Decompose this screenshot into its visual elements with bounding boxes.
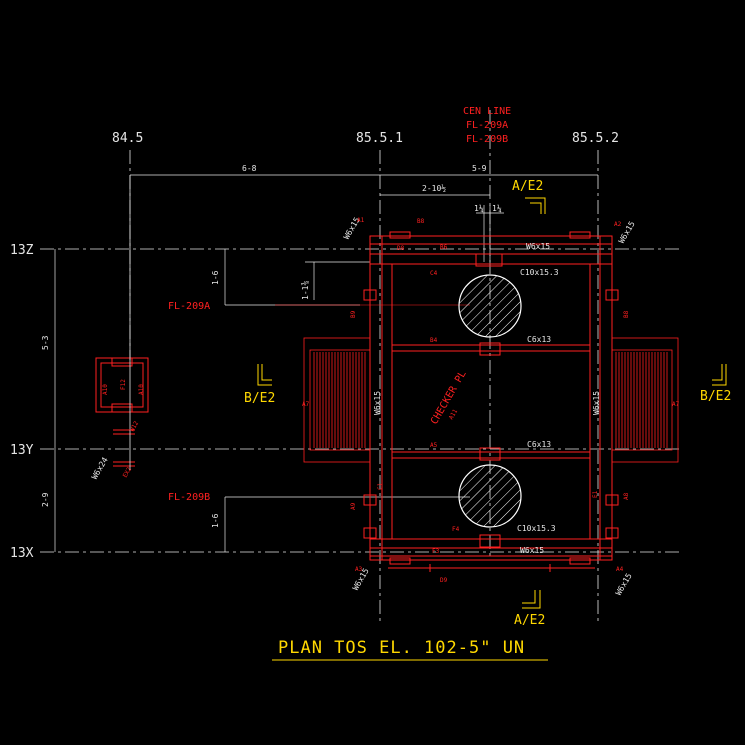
mark-ex2: EX2 bbox=[122, 466, 134, 479]
member-c10x15-bot: C10x15.3 bbox=[517, 524, 556, 533]
drawing-title: PLAN TOS EL. 102-5" UN bbox=[278, 638, 525, 658]
pipe-opening-fl209a bbox=[458, 274, 522, 338]
mark-b6: B6 bbox=[440, 244, 448, 251]
mark-a8: A8 bbox=[623, 492, 630, 500]
dim-1-quarter-b: 1¼ bbox=[492, 204, 502, 213]
section-b-e2-right: B/E2 bbox=[700, 389, 731, 404]
mark-w12: W12 bbox=[129, 420, 141, 433]
mark-b8-right: B8 bbox=[623, 310, 630, 318]
member-c6x13-a: C6x13 bbox=[527, 335, 551, 344]
section-arrow-a-bottom bbox=[522, 590, 541, 609]
cen-line-label: CEN LINE bbox=[463, 106, 511, 117]
grid-lines bbox=[40, 110, 680, 625]
grid-label-84-5: 84.5 bbox=[112, 131, 143, 146]
mark-c1: C1 bbox=[377, 482, 384, 490]
mark-a9: A9 bbox=[350, 502, 357, 510]
mark-d9: D9 bbox=[440, 577, 448, 584]
grid-label-13x: 13X bbox=[10, 546, 34, 561]
mark-a2: A2 bbox=[614, 221, 622, 228]
column-detail bbox=[95, 357, 149, 467]
mark-a10b: A10 bbox=[138, 384, 145, 395]
grid-label-13y: 13Y bbox=[10, 443, 34, 458]
mark-f3: F3 bbox=[432, 548, 440, 555]
dim-1-1: 1-1⅜ bbox=[301, 281, 310, 300]
section-arrow-a-top bbox=[525, 197, 546, 214]
mark-b9: B9 bbox=[350, 310, 357, 318]
mark-f12: F12 bbox=[120, 379, 127, 390]
mark-a4: A4 bbox=[616, 566, 624, 573]
label-w6x24: W6x24 bbox=[90, 455, 110, 481]
cen-line-fl209b: FL-209B bbox=[466, 134, 508, 145]
fl-209a-label: FL-209A bbox=[168, 301, 210, 312]
member-w6x15-left: W6x15 bbox=[373, 391, 382, 415]
connection-block-3 bbox=[479, 534, 501, 548]
mark-a3: A3 bbox=[355, 566, 363, 573]
mark-a10: A10 bbox=[102, 384, 109, 395]
section-a-e2-bottom: A/E2 bbox=[514, 613, 545, 628]
connection-block-1 bbox=[479, 342, 501, 356]
dim-1-6-bottom: 1-6 bbox=[211, 513, 220, 528]
grid-label-13z: 13Z bbox=[10, 243, 34, 258]
member-w6x15-top: W6x15 bbox=[526, 242, 550, 251]
connection-block-top bbox=[475, 253, 503, 267]
grating-left bbox=[303, 337, 371, 463]
dim-2-9: 2-9 bbox=[41, 492, 50, 507]
member-w6x15-corner-br: W6x15 bbox=[614, 571, 634, 597]
member-w6x15-right: W6x15 bbox=[592, 391, 601, 415]
mark-a1: A1 bbox=[357, 217, 365, 224]
member-w6x15-bot: W6x15 bbox=[520, 546, 544, 555]
cen-line-fl209a: FL-209A bbox=[466, 120, 508, 131]
grid-label-85-5-1: 85.5.1 bbox=[356, 131, 403, 146]
mark-c4: C4 bbox=[430, 270, 438, 277]
dim-2-10: 2-10½ bbox=[422, 183, 446, 193]
mark-a5: A5 bbox=[430, 442, 438, 449]
mark-e1: E1 bbox=[592, 490, 599, 498]
connection-block-2 bbox=[479, 447, 501, 461]
grid-label-85-5-2: 85.5.2 bbox=[572, 131, 619, 146]
mark-a7-left: A7 bbox=[302, 401, 310, 408]
dimension-lines bbox=[54, 174, 598, 552]
section-markers bbox=[257, 197, 727, 609]
mark-a7-right: A7 bbox=[672, 401, 680, 408]
section-arrow-b-right bbox=[712, 364, 727, 386]
section-arrow-b-left bbox=[257, 364, 272, 386]
member-c6x13-b: C6x13 bbox=[527, 440, 551, 449]
section-b-e2-left: B/E2 bbox=[244, 391, 275, 406]
dim-5-3: 5-3 bbox=[41, 335, 50, 350]
dim-1-6-top: 1-6 bbox=[211, 270, 220, 285]
mark-d8: D8 bbox=[397, 245, 405, 252]
dim-5-9: 5-9 bbox=[472, 164, 487, 173]
mark-b8: B8 bbox=[417, 218, 425, 225]
checker-plate-sub: A11 bbox=[448, 408, 460, 421]
grating-right bbox=[611, 337, 679, 463]
dim-1-quarter-a: 1¼ bbox=[474, 204, 484, 213]
fl-209b-label: FL-209B bbox=[168, 492, 210, 503]
mark-f4: F4 bbox=[452, 526, 460, 533]
member-c10x15-top: C10x15.3 bbox=[520, 268, 559, 277]
section-a-e2-top: A/E2 bbox=[512, 179, 543, 194]
mark-b4: B4 bbox=[430, 337, 438, 344]
pipe-opening-fl209b bbox=[458, 464, 522, 528]
dim-6-8: 6-8 bbox=[242, 164, 257, 173]
